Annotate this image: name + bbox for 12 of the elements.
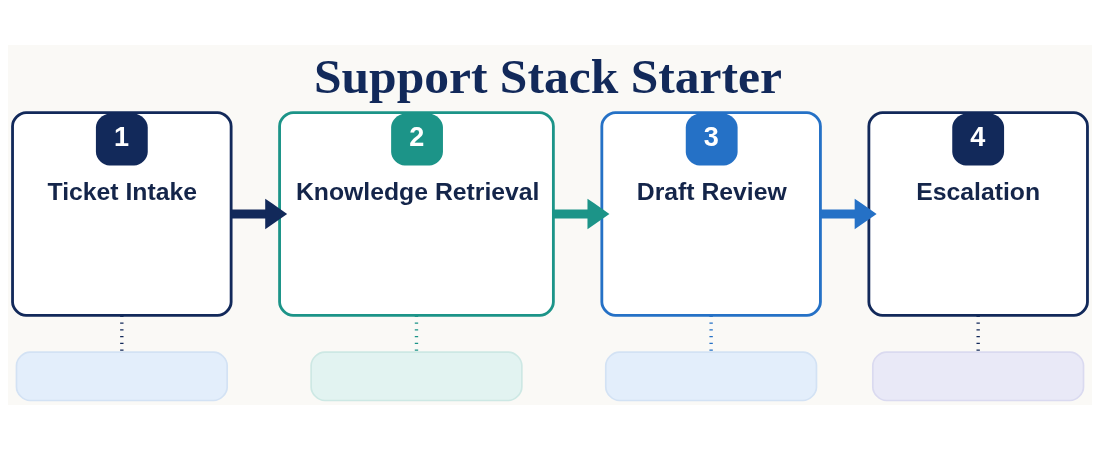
connector	[120, 315, 124, 352]
node-box	[604, 351, 818, 402]
connector	[709, 315, 713, 352]
arrow	[553, 198, 610, 230]
node-box	[15, 351, 229, 402]
node-box	[871, 351, 1085, 402]
diagram-title: Support Stack Starter	[313, 48, 783, 104]
arrow	[820, 198, 877, 230]
arrow	[231, 198, 288, 230]
connector	[976, 315, 980, 352]
node-box	[310, 351, 523, 402]
connector	[414, 315, 419, 352]
